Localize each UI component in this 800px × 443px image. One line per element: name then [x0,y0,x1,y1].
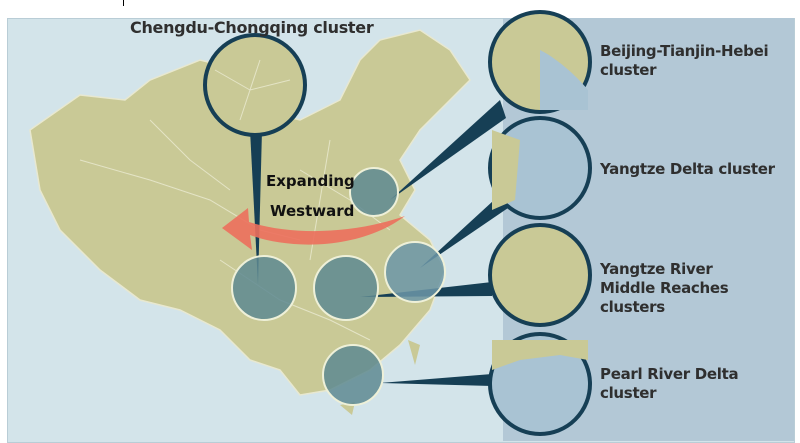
chengdu-marker [231,255,297,321]
middle-reaches-label: Yangtze River Middle Reaches clusters [600,260,729,316]
yangtze-delta-label: Yangtze Delta cluster [600,160,775,178]
chengdu-inset [203,33,307,137]
pearl-river-marker [322,344,384,406]
pearl-river-label: Pearl River Delta cluster [600,365,739,402]
middle-reaches-marker [313,255,379,321]
arrow-label-line2: Westward [270,202,355,220]
beijing-label: Beijing-Tianjin-Hebei cluster [600,42,769,79]
arrow-label-line1: Expanding [266,172,355,190]
beijing-marker [349,167,399,217]
caption-divider [123,0,124,6]
chengdu-chongqing-label: Chengdu-Chongqing cluster [130,18,374,37]
westward-arrow [222,208,405,250]
yangtze-delta-marker [384,241,446,303]
middle-reaches-inset [488,223,592,327]
